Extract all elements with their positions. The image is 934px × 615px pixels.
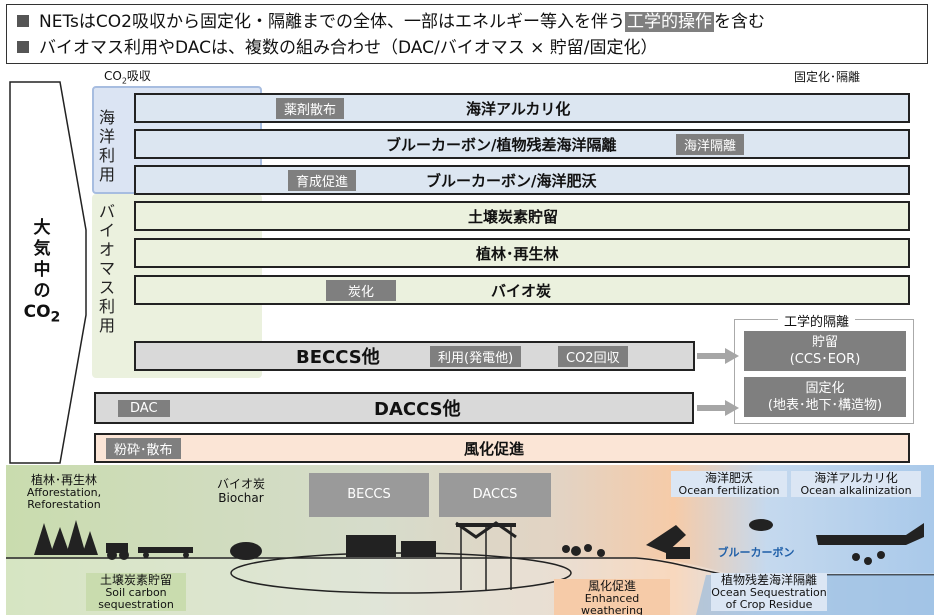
tag-chemical-spread: 薬剤散布 xyxy=(276,97,345,119)
scene-afforestation-label: 植林･再生林 Afforestation, Reforestation xyxy=(26,473,102,511)
tag-crush-spread: 粉砕･散布 xyxy=(106,437,181,459)
bar-afforestation: 植林･再生林 xyxy=(134,238,910,268)
engineering-title: 工学的隔離 xyxy=(778,311,856,330)
scene-ocean-alk-label: 海洋アルカリ化 Ocean alkalinization xyxy=(791,471,921,497)
scene-illustration: 植林･再生林 Afforestation, Reforestation バイオ炭… xyxy=(6,465,934,615)
scene-bluecarbon-label: ブルーカーボン xyxy=(717,546,795,559)
tag-carbonization: 炭化 xyxy=(326,279,397,301)
bar-ocean-alkalinization: 薬剤散布 海洋アルカリ化 xyxy=(134,93,910,123)
bar-soil-carbon: 土壌炭素貯留 xyxy=(134,201,910,231)
bar-weathering: 粉砕･散布 風化促進 xyxy=(94,433,910,463)
bar-bluecarbon-fertilization: 育成促進 ブルーカーボン/海洋肥沃 xyxy=(134,165,910,195)
bullet-box: NETsはCO2吸収から固定化・隔離までの全体、一部はエネルギー等入を伴う工学的… xyxy=(6,4,928,64)
biomass-zone-label: バイオマス利用 xyxy=(98,202,115,335)
scene-weathering-label: 風化促進 Enhanced weathering xyxy=(554,579,670,615)
scene-ocean-fert-label: 海洋肥沃 Ocean fertilization xyxy=(671,471,787,497)
bullet-1: NETsはCO2吸収から固定化・隔離までの全体、一部はエネルギー等入を伴う工学的… xyxy=(17,9,917,35)
scene-beccs-label: BECCS xyxy=(309,473,429,517)
ocean-zone-label: 海洋利用 xyxy=(98,108,115,184)
scene-biochar-label: バイオ炭 Biochar xyxy=(216,477,265,505)
scene-residue-label: 植物残差海洋隔離 Ocean Sequestration of Crop Res… xyxy=(711,573,827,611)
tag-dac: DAC xyxy=(118,399,170,417)
beccs-arrow-icon xyxy=(697,348,739,364)
bar-daccs: DAC DACCS他 xyxy=(94,392,694,424)
atmosphere-label: 大 気 中 の CO2 xyxy=(23,218,61,326)
bar-beccs: BECCS他 利用(発電他) CO2回収 xyxy=(134,341,695,371)
fixation-label: 固定化･隔離 xyxy=(794,70,861,84)
tag-co2-capture: CO2回収 xyxy=(558,345,628,367)
storage-box: 貯留(CCS･EOR) xyxy=(744,331,906,371)
bar-bluecarbon-residue: ブルーカーボン/植物残差海洋隔離 海洋隔離 xyxy=(134,129,910,159)
co2-absorb-label: CO2吸収 xyxy=(104,69,151,86)
daccs-arrow-icon xyxy=(697,400,739,416)
scene-soil-label: 土壌炭素貯留 Soil carbon sequestration xyxy=(86,573,186,611)
scene-daccs-label: DACCS xyxy=(439,473,551,517)
bar-biochar: 炭化 バイオ炭 xyxy=(134,275,910,305)
highlight-engineering: 工学的操作 xyxy=(624,12,714,32)
atmosphere-arrow-icon xyxy=(9,81,87,464)
tag-ocean-isolation: 海洋隔離 xyxy=(676,133,745,155)
fixation-box: 固定化(地表･地下･構造物) xyxy=(744,377,906,417)
tag-utilization: 利用(発電他) xyxy=(430,345,522,367)
square-bullet-icon xyxy=(17,41,29,53)
square-bullet-icon xyxy=(17,15,29,27)
bullet-2: バイオマス利用やDACは、複数の組み合わせ（DAC/バイオマス × 貯留/固定化… xyxy=(17,35,917,61)
tag-growth-promotion: 育成促進 xyxy=(288,169,357,191)
